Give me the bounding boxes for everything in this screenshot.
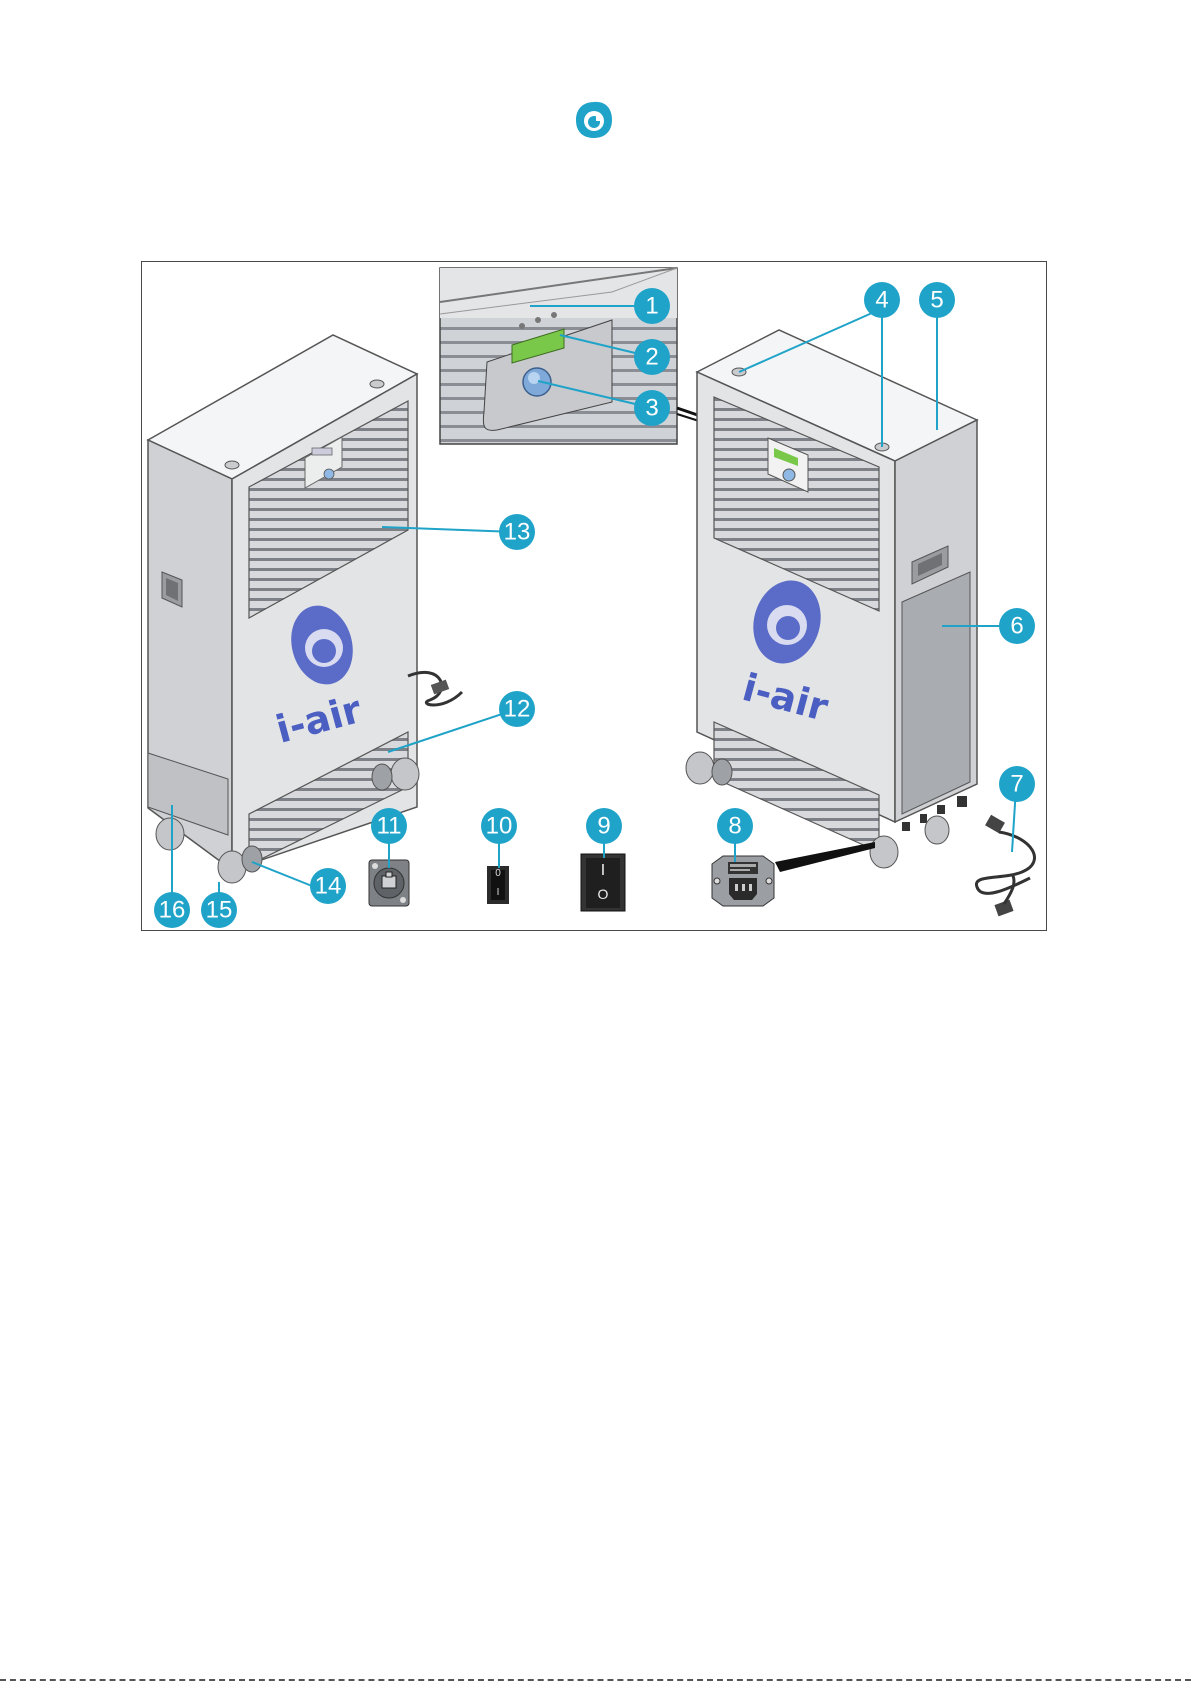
switch-9-top-label: I [601, 862, 605, 879]
switch-9-bottom-label: O [598, 886, 609, 902]
svg-text:10: 10 [486, 813, 513, 840]
svg-text:3: 3 [645, 395, 658, 422]
small-rocker-switch-icon: 0 I [487, 866, 509, 904]
switch-10-top-label: 0 [495, 868, 501, 879]
svg-text:1: 1 [645, 293, 658, 320]
svg-text:13: 13 [504, 519, 531, 546]
svg-text:4: 4 [875, 287, 888, 314]
callout-badge: 11 [371, 808, 407, 844]
switch-10-bottom-label: I [497, 887, 500, 898]
svg-text:16: 16 [159, 897, 186, 924]
callout-badge: 6 [999, 608, 1035, 644]
callout-badge: 15 [201, 892, 237, 928]
callout-badge: 3 [634, 390, 670, 426]
svg-text:6: 6 [1010, 613, 1023, 640]
svg-text:8: 8 [728, 813, 741, 840]
callout-badge: 9 [586, 808, 622, 844]
svg-text:2: 2 [645, 344, 658, 371]
callout-badge: 1 [634, 288, 670, 324]
page-bottom-divider [0, 1679, 1191, 1681]
svg-text:12: 12 [504, 696, 531, 723]
svg-text:15: 15 [206, 897, 233, 924]
callout-badge: 12 [499, 691, 535, 727]
callout-badge: 14 [310, 868, 346, 904]
svg-text:14: 14 [315, 873, 342, 900]
product-illustration: i-air [142, 262, 1048, 932]
power-cord [976, 815, 1034, 917]
callout-badge: 5 [919, 282, 955, 318]
callout-badge: 16 [154, 892, 190, 928]
callout-badge: 13 [499, 514, 535, 550]
callout-badge: 8 [717, 808, 753, 844]
svg-text:11: 11 [377, 813, 402, 840]
right-unit: i-air [686, 330, 977, 872]
svg-text:9: 9 [597, 813, 610, 840]
main-rocker-switch-icon: I O [581, 854, 625, 911]
callout-badge: 10 [481, 808, 517, 844]
callout-badge: 2 [634, 339, 670, 375]
callout-badge: 7 [999, 766, 1035, 802]
left-unit: i-air [148, 335, 462, 883]
i-air-eye-icon [575, 101, 613, 139]
callout-badge: 4 [864, 282, 900, 318]
product-overview-figure: i-air [141, 261, 1047, 931]
svg-text:7: 7 [1010, 771, 1023, 798]
power-inlet-fuse-icon [712, 856, 774, 906]
svg-text:5: 5 [930, 287, 943, 314]
